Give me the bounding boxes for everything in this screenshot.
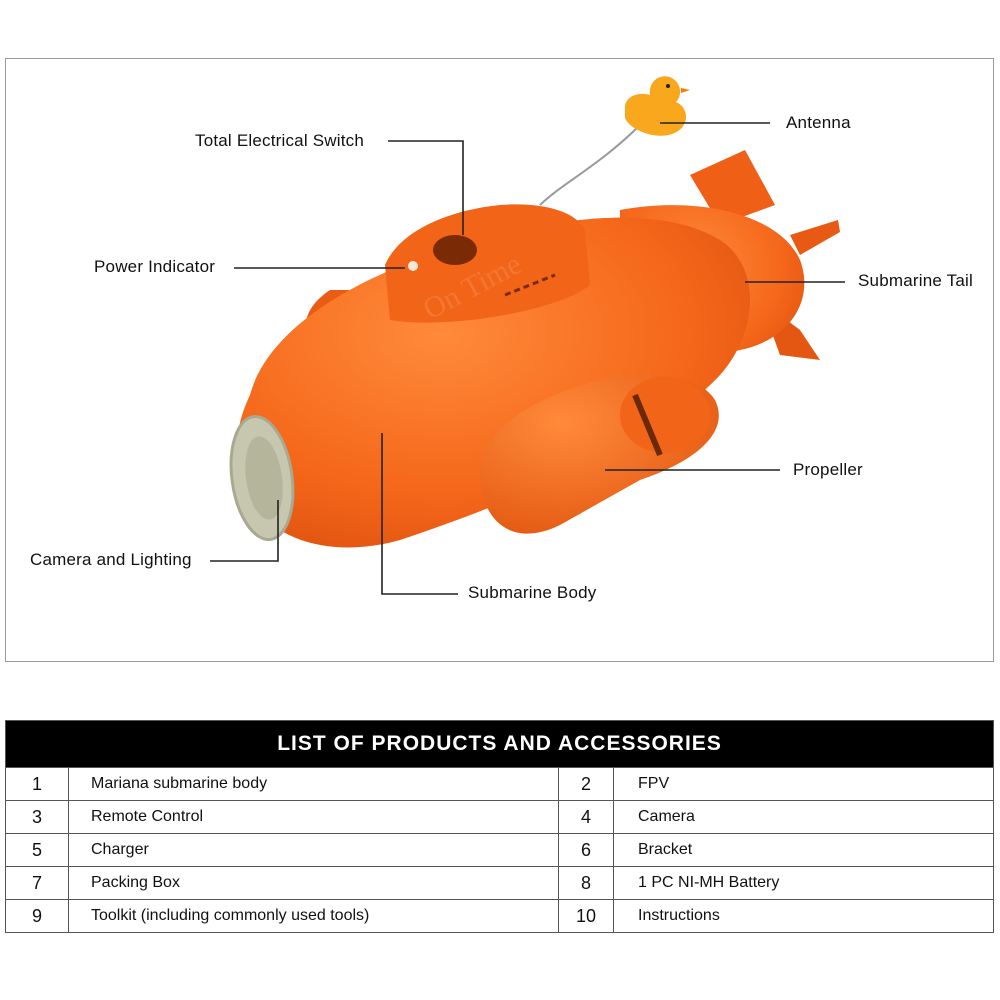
leader-camera	[210, 500, 279, 562]
callout-submarine-tail: Submarine Tail	[858, 271, 973, 290]
item-number: 7	[5, 866, 69, 900]
callout-propeller: Propeller	[793, 460, 863, 479]
table-title: LIST OF PRODUCTS AND ACCESSORIES	[4, 720, 995, 768]
callout-total-electrical-switch: Total Electrical Switch	[195, 131, 364, 150]
callout-power-indicator: Power Indicator	[94, 257, 216, 276]
duck-eye	[666, 84, 670, 88]
propeller-nozzle	[620, 377, 710, 453]
item-name: Remote Control	[68, 800, 559, 834]
table-row: 3 Remote Control 4 Camera	[5, 800, 995, 834]
tail-fin-right	[790, 220, 840, 255]
callout-antenna: Antenna	[786, 113, 851, 132]
duck-beak	[681, 88, 690, 93]
leader-total-switch	[388, 140, 464, 235]
item-name: Toolkit (including commonly used tools)	[68, 899, 559, 933]
tail-fin-top	[690, 150, 775, 225]
item-number: 9	[5, 899, 69, 933]
item-name: Camera	[612, 800, 995, 834]
propeller-gap	[632, 393, 663, 457]
item-number: 4	[558, 800, 614, 834]
tower-detail	[504, 273, 556, 297]
callout-camera-and-lighting: Camera and Lighting	[30, 550, 192, 569]
item-number: 6	[558, 833, 614, 867]
table-row: 5 Charger 6 Bracket	[5, 833, 995, 867]
item-number: 10	[558, 899, 614, 933]
duck-float	[625, 76, 687, 136]
item-number: 2	[558, 767, 614, 801]
table-title-row: LIST OF PRODUCTS AND ACCESSORIES	[4, 720, 995, 768]
item-name: Packing Box	[68, 866, 559, 900]
item-number: 5	[5, 833, 69, 867]
item-number: 3	[5, 800, 69, 834]
item-name: Instructions	[612, 899, 995, 933]
item-name: Charger	[68, 833, 559, 867]
switch-hole	[433, 235, 477, 265]
submarine-hull	[236, 217, 750, 548]
antenna-wire	[539, 124, 641, 206]
products-table: LIST OF PRODUCTS AND ACCESSORIES 1 Maria…	[4, 720, 995, 933]
table-row: 1 Mariana submarine body 2 FPV	[5, 767, 995, 801]
leader-submarine-body	[381, 433, 458, 595]
camera-lens	[245, 436, 283, 520]
item-name: 1 PC NI-MH Battery	[612, 866, 995, 900]
callout-submarine-body: Submarine Body	[468, 583, 597, 602]
item-name: Mariana submarine body	[68, 767, 559, 801]
table-row: 7 Packing Box 8 1 PC NI-MH Battery	[5, 866, 995, 900]
item-name: Bracket	[612, 833, 995, 867]
item-number: 1	[5, 767, 69, 801]
power-indicator-led	[408, 261, 418, 271]
table-row: 9 Toolkit (including commonly used tools…	[5, 899, 995, 933]
item-name: FPV	[612, 767, 995, 801]
conning-tower	[385, 204, 590, 323]
item-number: 8	[558, 866, 614, 900]
